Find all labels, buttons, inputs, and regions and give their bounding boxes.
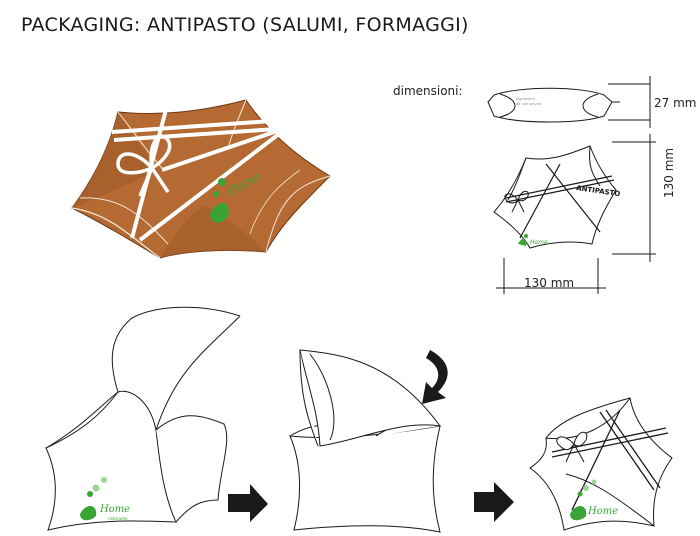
arrow-right-icon [228,484,268,522]
step-3-closed-box: Home [529,396,673,531]
svg-text:da non servire: da non servire [516,102,541,106]
svg-text:Home: Home [99,504,130,515]
curved-arrow-icon [422,350,448,404]
step-2-closing-box [289,349,442,533]
front-view-drawing: ANTIPASTO Home [493,134,656,294]
kraft-box-illustration: Home [71,99,331,259]
page-title: PACKAGING: ANTIPASTO (SALUMI, FORMAGGI) [21,14,469,36]
svg-text:ingredienti: ingredienti [516,97,535,101]
bow-icon [116,134,172,197]
front-bow-icon [504,190,529,213]
svg-text:ristorante: ristorante [108,516,128,521]
width-dimension-label: 130 mm [524,276,575,290]
step-1-open-box: Home ristorante [45,306,241,531]
front-logo-icon: Home [518,234,548,246]
svg-text:Home: Home [530,239,548,246]
svg-text:Home: Home [587,506,618,517]
top-view-drawing: ingredienti da non servire [487,76,651,128]
height-dimension-label: 27 mm [654,96,697,110]
dimensions-label: dimensioni: [393,84,463,98]
arrow-right-icon [474,482,514,522]
step3-bow-icon [556,431,588,463]
step3-logo-icon: Home [570,479,618,521]
step1-logo-icon: Home ristorante [80,477,130,521]
